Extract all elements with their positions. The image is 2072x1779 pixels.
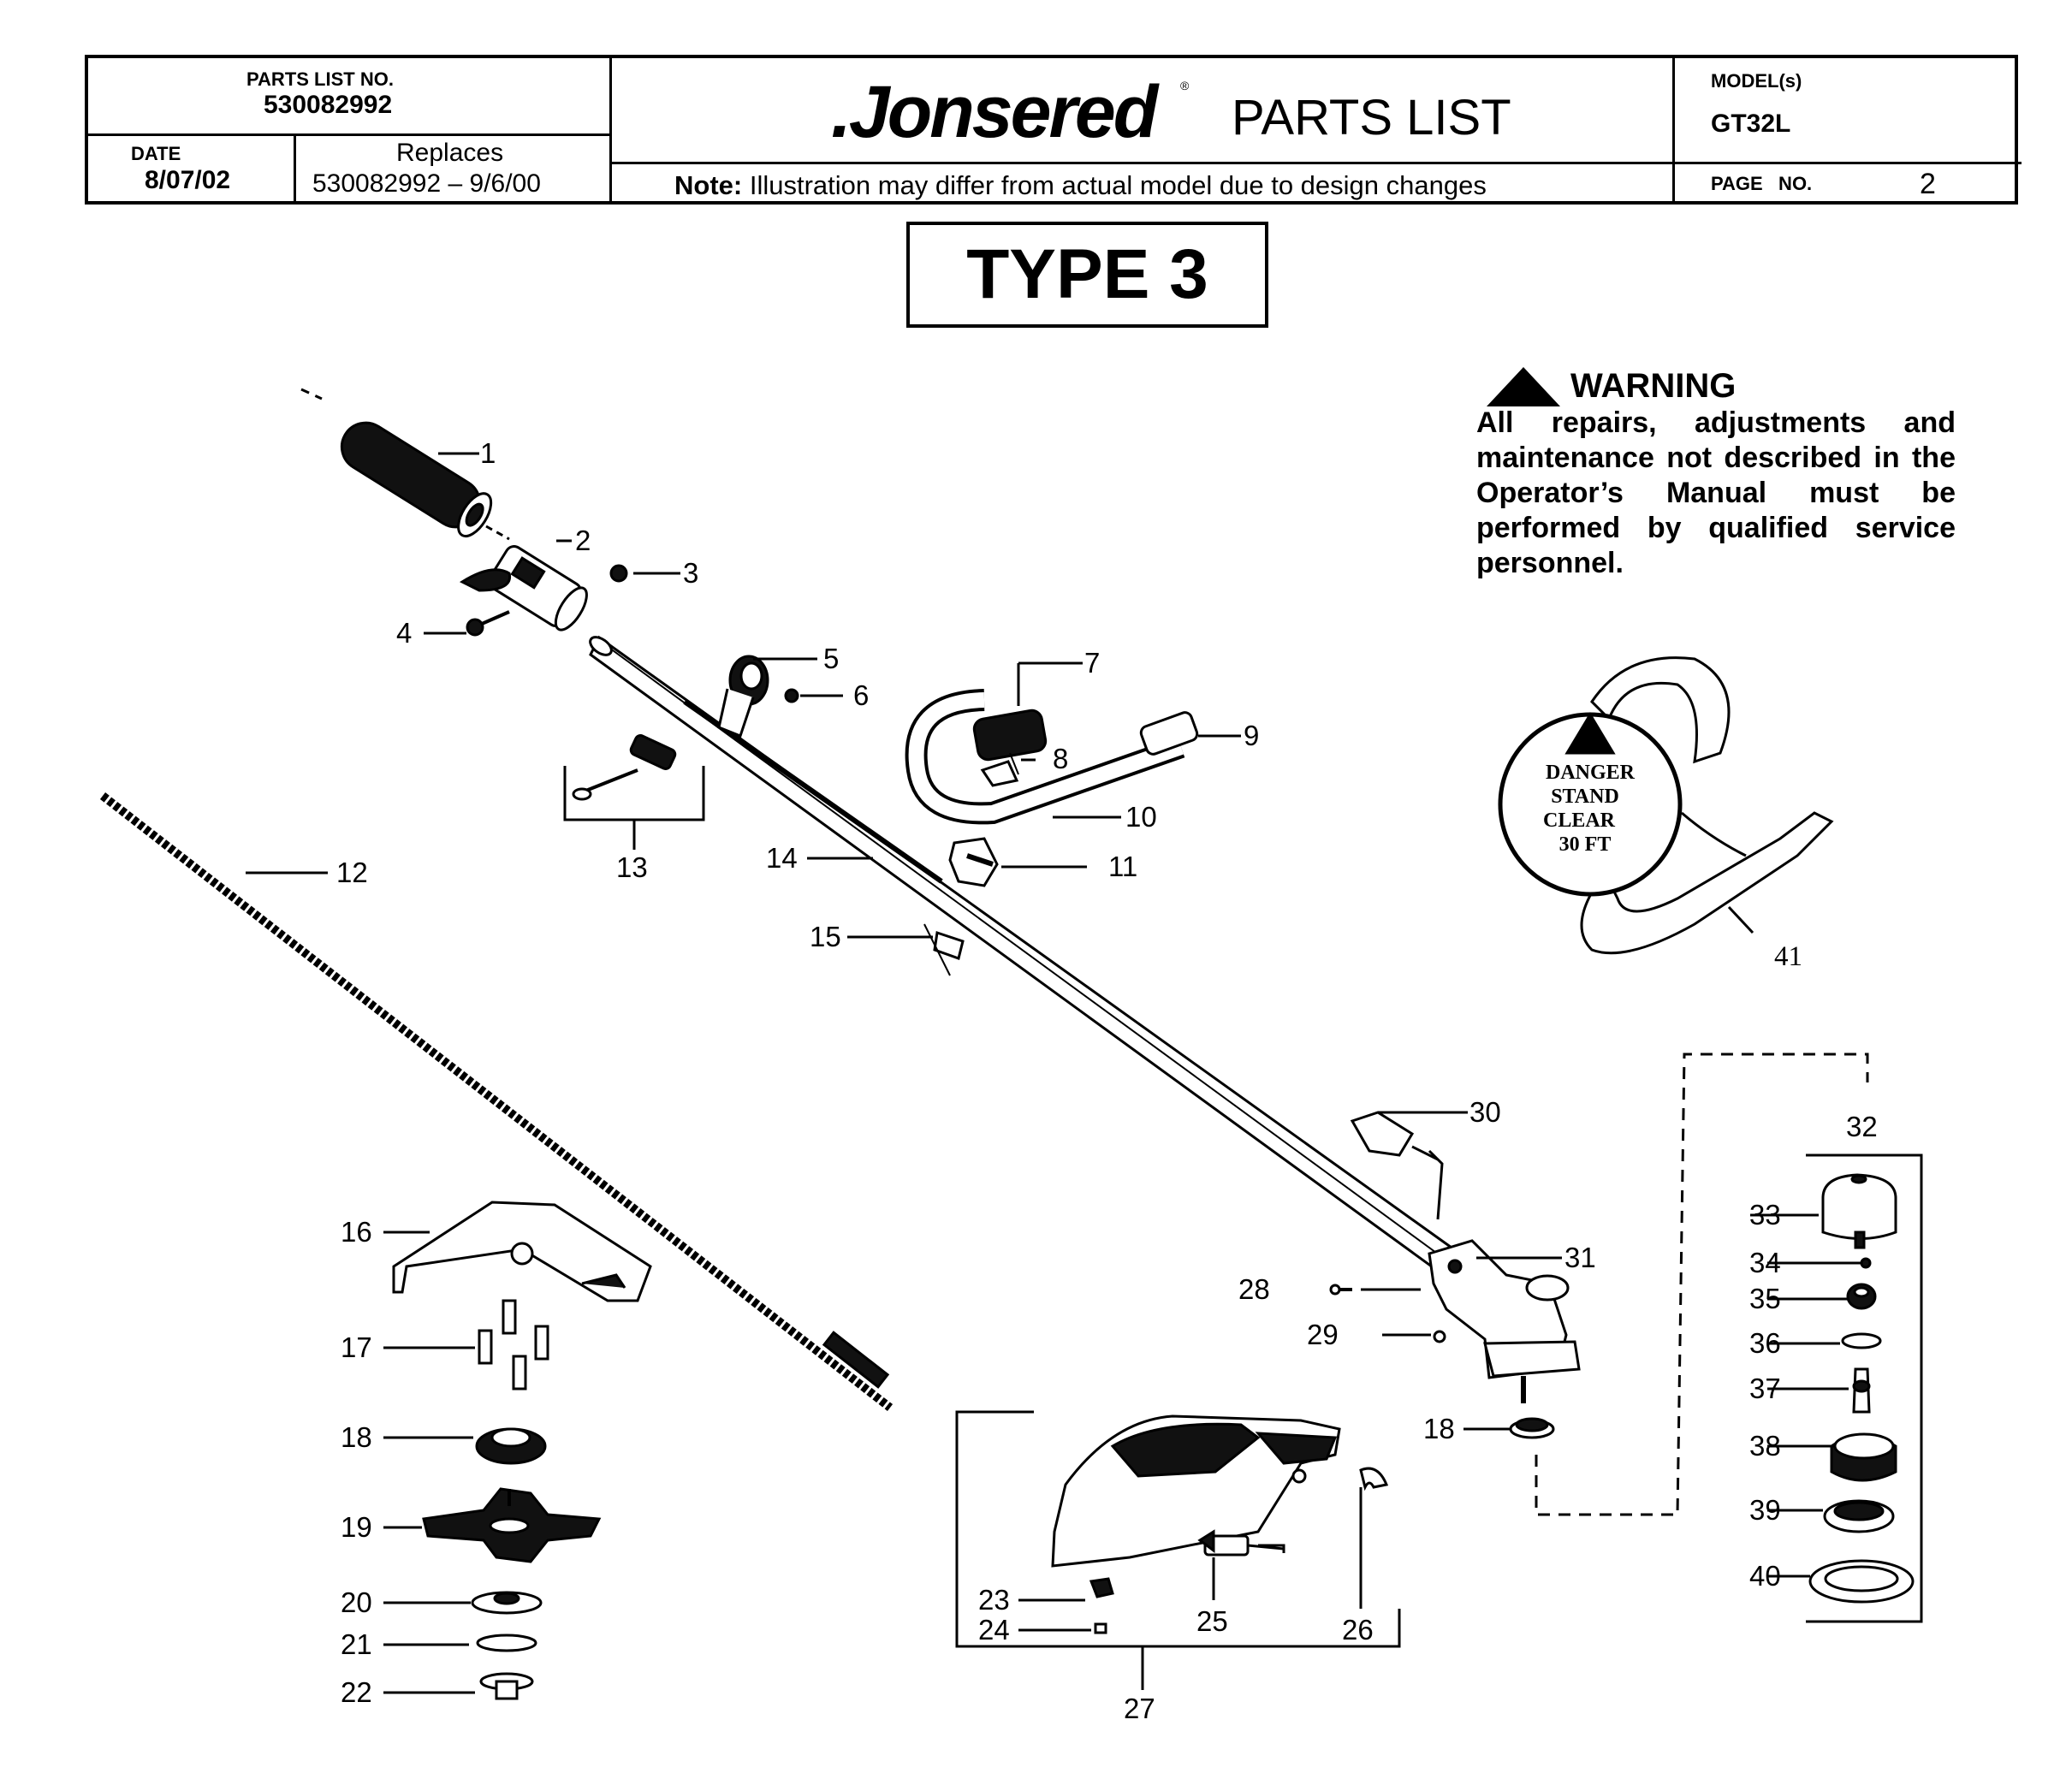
warning-block: WARNING All repairs, adjustments and mai… <box>1476 367 1956 581</box>
part-number: 11 <box>1108 851 1137 882</box>
part-number: 25 <box>1196 1605 1228 1637</box>
page-number: 2 <box>1920 168 1936 200</box>
registered-mark: ® <box>1180 79 1190 92</box>
decal-line1: DANGER <box>1546 762 1636 784</box>
brand-logo: .Jonsered <box>831 71 1158 153</box>
part-number: 14 <box>766 842 798 874</box>
part-number: 40 <box>1749 1560 1781 1592</box>
divider <box>1672 58 1675 201</box>
part-number: 29 <box>1307 1319 1339 1350</box>
warning-title: WARNING <box>1570 367 1737 405</box>
part-number: 10 <box>1125 801 1157 833</box>
page-label: PAGE NO. <box>1711 173 1813 194</box>
part-number: 21 <box>341 1628 372 1660</box>
part-throttle <box>488 545 588 632</box>
model-label: MODEL(s) <box>1711 70 1802 92</box>
note-text: Illustration may differ from actual mode… <box>749 170 1487 200</box>
decal-line4: 30 FT <box>1559 833 1612 856</box>
divider <box>294 135 296 201</box>
part-number: 36 <box>1749 1327 1781 1359</box>
harness <box>1498 656 1834 955</box>
part-number: 26 <box>1342 1614 1374 1646</box>
decal-line2: STAND <box>1551 786 1619 808</box>
document-title: PARTS LIST <box>1232 90 1511 145</box>
part-number: 33 <box>1749 1199 1781 1230</box>
part-number: 6 <box>853 679 869 711</box>
part-number: 7 <box>1084 647 1100 679</box>
date-label: DATE <box>131 143 181 164</box>
note-label: Note: <box>674 170 743 200</box>
part-number: 39 <box>1749 1494 1781 1526</box>
part-number-labels: 1 2 3 4 5 6 7 8 9 10 11 12 13 14 15 16 1… <box>336 437 1878 1724</box>
part-number: 18 <box>1423 1413 1455 1444</box>
part-number: 24 <box>978 1614 1010 1646</box>
part-number: 16 <box>341 1216 372 1248</box>
part-number: 3 <box>683 557 698 589</box>
part-number: 17 <box>341 1331 372 1363</box>
part-number: 35 <box>1749 1283 1781 1314</box>
part-number: 20 <box>341 1586 372 1618</box>
part-number: 9 <box>1244 720 1259 751</box>
part-number: 37 <box>1749 1373 1781 1404</box>
decal-text: DANGER STAND CLEAR 30 FT <box>1543 762 1636 856</box>
header-table: PARTS LIST NO. 530082992 DATE 8/07/02 Re… <box>85 55 2022 205</box>
parts-list-number: 530082992 <box>264 91 393 119</box>
type-label: TYPE 3 <box>906 222 1268 328</box>
part-number: 27 <box>1124 1693 1155 1724</box>
part-number: 18 <box>341 1421 372 1453</box>
part-grip <box>340 421 493 538</box>
part-number: 31 <box>1564 1242 1596 1273</box>
divider <box>609 58 612 201</box>
replaces-label: Replaces <box>396 139 504 167</box>
parts-list-label: PARTS LIST NO. <box>246 68 394 90</box>
decal-line3: CLEAR <box>1543 809 1616 832</box>
part-number: 1 <box>480 437 496 469</box>
model-value: GT32L <box>1711 110 1791 138</box>
part-number: 15 <box>810 921 841 952</box>
part-number: 22 <box>341 1676 372 1708</box>
part-number: 32 <box>1846 1111 1878 1142</box>
part-number: 5 <box>823 643 839 674</box>
part-number: 38 <box>1749 1430 1781 1462</box>
part-number: 23 <box>978 1584 1010 1616</box>
warning-text: All repairs, adjustments and maintenance… <box>1476 406 1956 579</box>
part-number: 13 <box>616 851 648 883</box>
divider <box>88 133 609 136</box>
part-number: 30 <box>1469 1096 1501 1128</box>
replaces-value: 530082992 – 9/6/00 <box>312 169 541 198</box>
part-number: 12 <box>336 857 368 888</box>
date-value: 8/07/02 <box>145 166 231 194</box>
note: Note: Illustration may differ from actua… <box>674 170 1487 201</box>
part-number: 34 <box>1749 1247 1781 1278</box>
part-number: 41 <box>1774 941 1802 972</box>
part-number: 4 <box>396 617 412 649</box>
part-number: 8 <box>1053 743 1068 774</box>
part-number: 19 <box>341 1511 372 1543</box>
part-number: 28 <box>1238 1273 1270 1305</box>
warning-triangle-icon <box>1487 367 1560 406</box>
divider <box>609 162 2022 164</box>
part-number: 2 <box>575 525 591 556</box>
part-clamp <box>717 655 769 738</box>
